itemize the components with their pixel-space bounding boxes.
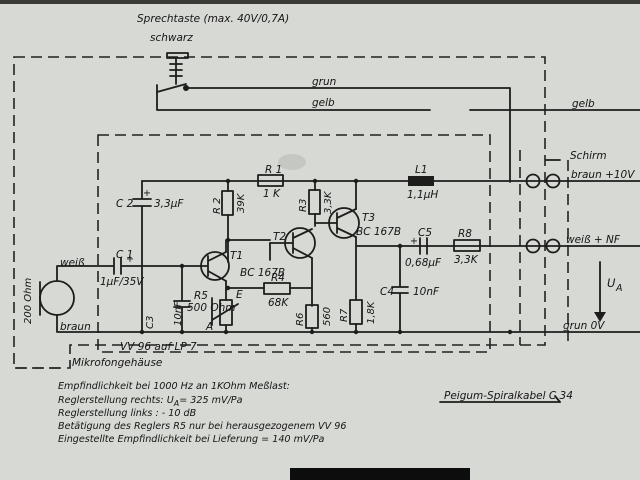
label-grun-top: grun [312, 76, 336, 88]
switch-title: Sprechtaste (max. 40V/0,7A) [137, 13, 289, 25]
label-t1-type: BC 167B [240, 267, 285, 279]
junctions [139, 178, 513, 335]
inductor-l1 [408, 176, 434, 186]
label-r7-value: 1,8K [366, 300, 377, 324]
note-line-5: Eingestellte Empfindlichkeit bei Lieferu… [58, 434, 325, 445]
transistor-t3 [314, 180, 401, 297]
capacitor-c3 [173, 265, 191, 333]
label-schirm: Schirm [570, 150, 607, 162]
resistor-r3 [308, 180, 321, 227]
note-ua-sub: A [173, 399, 179, 408]
label-r1-name: R 1 [265, 164, 282, 176]
note-line-2: Reglerstellung rechts: UA= 325 mV/Pa [58, 395, 243, 408]
label-r6-name: R6 [295, 313, 306, 326]
resistor-r6 [305, 302, 319, 333]
capacitor-c1: + [69, 254, 184, 275]
label-l1-value: 1,1µH [407, 189, 438, 201]
label-mic-value: 200 Ohm [23, 278, 34, 324]
label-r3-name: R3 [298, 199, 309, 212]
label-mark-e: E [236, 289, 243, 301]
label-c2-name: C 2 [116, 198, 134, 210]
resistor-r8 [453, 239, 481, 252]
terminals [525, 159, 561, 254]
svg-text:+: + [143, 188, 151, 199]
capacitor-c4 [391, 245, 409, 333]
label-t1-name: T1 [230, 250, 243, 262]
label-ua: U [607, 276, 616, 290]
push-switch [156, 52, 189, 105]
resistor-r7 [349, 295, 363, 333]
label-t2-name: T2 [273, 231, 286, 243]
svg-text:+: + [410, 236, 418, 247]
cable-label: Peigum-Spiralkabel C 34 [444, 390, 573, 402]
label-t3-name: T3 [362, 212, 375, 224]
label-weiss-nf: weiß + NF [566, 234, 621, 246]
label-mark-a: A [205, 321, 213, 333]
capacitor-c5: + [410, 236, 428, 255]
wire-grun-top [185, 87, 511, 183]
bottom-dark-object [290, 468, 470, 480]
label-l1-name: L1 [415, 164, 428, 176]
label-c5-name: C5 [418, 227, 432, 239]
label-r5-value: 500 Ohm [187, 302, 236, 314]
label-braun-left: braun [60, 321, 91, 333]
wire-gelb [156, 103, 431, 111]
resistor-r4 [227, 282, 313, 295]
label-braun-10v: braun +10V [571, 169, 635, 181]
label-r4-name: R4 [271, 272, 285, 284]
output-arrow [594, 261, 606, 322]
label-r2-name: R 2 [212, 198, 223, 215]
label-c2-value: 3,3µF [154, 198, 184, 210]
label-c5-value: 0,68µF [405, 257, 442, 269]
label-r2-value: 39K [236, 192, 247, 213]
label-c1-value: 1µF/35V [100, 276, 144, 288]
top-edge [0, 0, 640, 4]
label-r6-value: 560 [322, 307, 333, 326]
label-r5-name: R5 [194, 290, 208, 302]
resistor-r1 [257, 174, 284, 187]
board-label: VV 96 auf LP 7 [120, 341, 197, 353]
microphone-icon [39, 265, 101, 333]
cable-label-tick [554, 395, 561, 403]
transistor-t2 [269, 227, 316, 304]
capacitor-c2: + [132, 180, 152, 333]
label-weiss-left: weiß [60, 257, 85, 269]
label-gelb-right: gelb [572, 98, 595, 110]
label-r3-value: 3,3K [323, 190, 334, 214]
smudge [278, 154, 306, 170]
note-ua-tail: = 325 mV/Pa [179, 395, 242, 406]
svg-text:+: + [126, 254, 134, 265]
switch-color: schwarz [150, 32, 193, 44]
label-r8-name: R8 [458, 228, 472, 240]
board-outline [97, 134, 491, 353]
label-ua-sub: A [615, 283, 623, 294]
label-c4-value: 10nF [413, 286, 440, 298]
label-gelb-left: gelb [312, 97, 335, 109]
label-r7-name: R7 [339, 308, 350, 322]
transistor-t1 [182, 239, 230, 291]
label-c3-value: 10nF [173, 301, 184, 326]
label-c1-name: C 1 [116, 249, 133, 261]
label-t3-type: BC 167B [356, 226, 401, 238]
label-grun-0v: grun 0V [563, 320, 605, 332]
note-line-3: Reglerstellung links : - 10 dB [58, 408, 196, 419]
label-c3-name: C3 [145, 316, 156, 329]
housing-label: Mikrofongehäuse [72, 357, 162, 369]
label-r4-value: 68K [268, 297, 289, 309]
note-line-4: Betätigung des Reglers R5 nur bei heraus… [58, 421, 346, 432]
housing-outline [13, 56, 546, 369]
note-line-1: Empfindlichkeit bei 1000 Hz an 1KOhm Meß… [58, 381, 290, 392]
potentiometer-r5 [211, 289, 239, 333]
label-c4-name: C4 [380, 286, 394, 298]
label-r8-value: 3,3K [454, 254, 479, 266]
label-r1-value: 1 K [263, 188, 281, 200]
